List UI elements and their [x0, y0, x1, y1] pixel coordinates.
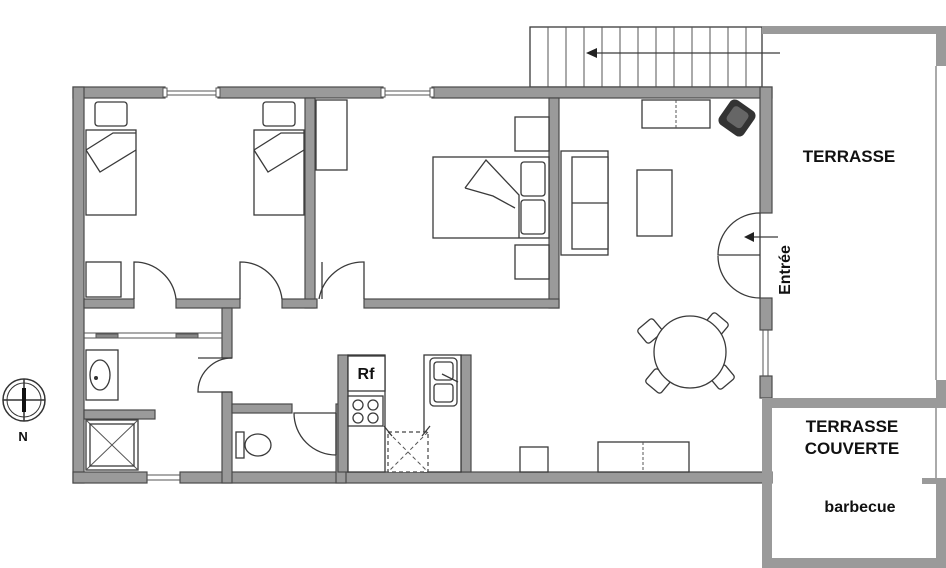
nightstand: [514, 244, 550, 280]
washbasin: [85, 349, 119, 401]
terrasse-area: [762, 26, 946, 380]
top-windows: [147, 87, 769, 481]
sofa: [560, 150, 609, 256]
label-fridge: Rf: [358, 366, 376, 383]
staircase: [529, 26, 780, 88]
pillow: [94, 101, 128, 127]
bed: [85, 129, 137, 216]
bed: [253, 129, 305, 216]
tv-cabinet: [641, 99, 711, 129]
toilet-tank: [235, 431, 245, 459]
closet-strip: [84, 332, 222, 339]
entry-arrow-icon: [744, 232, 754, 242]
wardrobe: [315, 99, 348, 171]
compass-icon: [2, 378, 46, 422]
label-compass: N: [18, 429, 27, 444]
stair-arrow-icon: [586, 48, 597, 58]
label-terrasse-couverte-1: TERRASSE: [806, 417, 899, 436]
cooktop: [347, 395, 384, 427]
dining-set: [637, 312, 735, 394]
armchair-icon: [718, 99, 756, 137]
label-barbecue: barbecue: [824, 499, 895, 516]
kitchen: [337, 354, 472, 473]
living-room: [519, 99, 778, 473]
small-cabinet: [519, 446, 549, 473]
label-terrasse-couverte-2: COUVERTE: [805, 439, 899, 458]
bedroom-middle: [239, 101, 305, 300]
bedroom-left: [85, 101, 177, 300]
fridge: [347, 355, 386, 392]
terrasse-couverte: [762, 380, 946, 568]
coffee-table: [636, 169, 673, 237]
exterior-walls: [72, 86, 773, 484]
bedroom-master: [315, 99, 550, 300]
label-entree: Entrée: [777, 245, 794, 295]
toilet-bowl: [244, 433, 272, 457]
label-terrasse: TERRASSE: [803, 147, 896, 166]
pillow: [262, 101, 296, 127]
entrance-door: [717, 212, 761, 299]
nightstand: [514, 116, 550, 152]
wc: [235, 412, 337, 459]
nightstand: [85, 261, 122, 298]
bathroom: [85, 349, 233, 471]
